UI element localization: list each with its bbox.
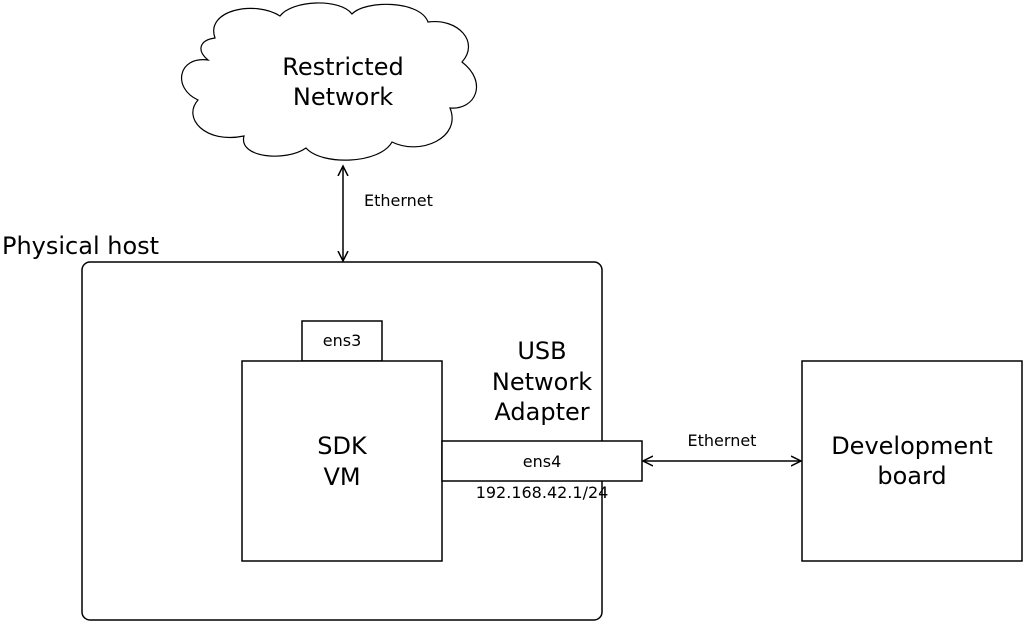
development-board-label-line2: board bbox=[877, 462, 946, 490]
cloud-shape bbox=[181, 2, 478, 161]
ens4-ip-address: 192.168.42.1/24 bbox=[476, 483, 609, 502]
ens3-box bbox=[301, 320, 383, 362]
sdk-vm-label-line2: VM bbox=[323, 463, 360, 491]
upper-ethernet-label: Ethernet bbox=[364, 191, 433, 210]
ens4-box bbox=[441, 440, 643, 482]
development-board: Development board bbox=[801, 360, 1023, 562]
physical-host-label: Physical host bbox=[2, 232, 159, 260]
restricted-network-cloud: Restricted Network bbox=[181, 2, 478, 161]
development-board-label-line1: Development bbox=[831, 432, 993, 460]
adapter-label-line1: USB bbox=[517, 337, 566, 365]
cloud-label-line2: Network bbox=[293, 83, 393, 111]
sdk-vm-label-line1: SDK bbox=[317, 432, 368, 460]
usb-network-adapter: USB Network Adapter bbox=[492, 337, 592, 426]
ens3-interface: ens3 bbox=[301, 320, 383, 362]
adapter-label-line2: Network bbox=[492, 368, 592, 396]
cloud-label-line1: Restricted bbox=[282, 53, 403, 81]
adapter-label-line3: Adapter bbox=[494, 398, 589, 426]
ens4-interface: ens4 192.168.42.1/24 bbox=[441, 440, 643, 502]
sdk-vm: SDK VM bbox=[241, 360, 443, 562]
development-board-box bbox=[801, 360, 1023, 562]
ens4-label: ens4 bbox=[523, 452, 562, 471]
right-ethernet-link: Ethernet bbox=[643, 431, 801, 461]
right-ethernet-label: Ethernet bbox=[688, 431, 757, 450]
sdk-vm-box bbox=[241, 360, 443, 562]
ens3-label: ens3 bbox=[323, 331, 362, 350]
